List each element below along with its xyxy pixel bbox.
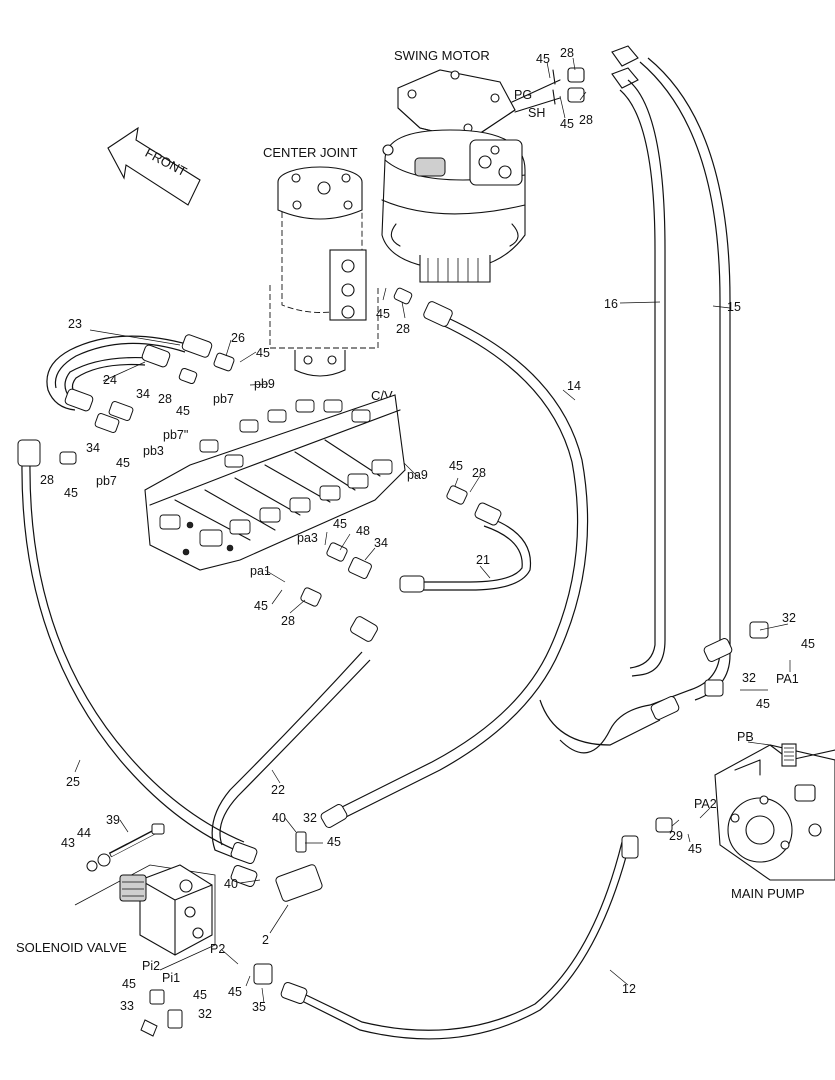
callout: 28: [281, 614, 295, 628]
callout: 22: [271, 783, 285, 797]
callout: 45: [122, 977, 136, 991]
callout: Pi2: [142, 959, 160, 973]
callout: 34: [86, 441, 100, 455]
callout: 45: [176, 404, 190, 418]
callout: PA1: [776, 672, 799, 686]
callout: 32: [303, 811, 317, 825]
callout: 26: [231, 331, 245, 345]
swing-motor: SWING MOTOR: [381, 48, 526, 283]
callout: 35: [252, 1000, 266, 1014]
callout: 32: [782, 611, 796, 625]
callout-labels: 28 45 PG SH 45 28 45 28 16 15 23 26 45 2…: [40, 46, 815, 1021]
callout: 23: [68, 317, 82, 331]
callout: 28: [396, 322, 410, 336]
callout: pa9: [407, 468, 428, 482]
main-pump-title: MAIN PUMP: [731, 886, 805, 901]
callout: 28: [158, 392, 172, 406]
callout: 2: [262, 933, 269, 947]
callout: 45: [193, 988, 207, 1002]
callout: 44: [77, 826, 91, 840]
callout: 21: [476, 553, 490, 567]
callout: pa1: [250, 564, 271, 578]
center-joint-title: CENTER JOINT: [263, 145, 358, 160]
fittings: [17, 287, 769, 1037]
callout: 40: [272, 811, 286, 825]
hoses: [21, 57, 731, 1040]
leader-lines: [74, 57, 791, 1004]
callout: pa3: [297, 531, 318, 545]
callout: pb7: [96, 474, 117, 488]
callout: 28: [472, 466, 486, 480]
callout: 40: [224, 877, 238, 891]
main-pump: MAIN PUMP: [714, 743, 835, 901]
callout: 45: [560, 117, 574, 131]
callout: SH: [528, 106, 545, 120]
callout: 34: [374, 536, 388, 550]
callout: 45: [536, 52, 550, 66]
callout: 29: [669, 829, 683, 843]
callout: 28: [560, 46, 574, 60]
callout: 14: [567, 379, 581, 393]
callout: pb9: [254, 377, 275, 391]
callout: 12: [622, 982, 636, 996]
callout: 32: [198, 1007, 212, 1021]
swing-motor-title: SWING MOTOR: [394, 48, 490, 63]
callout: 45: [688, 842, 702, 856]
callout: 45: [449, 459, 463, 473]
callout: 28: [579, 113, 593, 127]
callout: 32: [742, 671, 756, 685]
callout: 34: [136, 387, 150, 401]
callout: 45: [801, 637, 815, 651]
callout: 45: [116, 456, 130, 470]
callout: 16: [604, 297, 618, 311]
callout: 45: [327, 835, 341, 849]
solenoid-valve-title: SOLENOID VALVE: [16, 940, 127, 955]
callout: 45: [333, 517, 347, 531]
callout: 45: [228, 985, 242, 999]
callout: Pi1: [162, 971, 180, 985]
callout: pb7": [163, 428, 188, 442]
control-valve: C/V: [144, 388, 406, 571]
callout: 45: [756, 697, 770, 711]
callout: PA2: [694, 797, 717, 811]
callout: 43: [61, 836, 75, 850]
callout: 45: [376, 307, 390, 321]
callout: PG: [514, 88, 532, 102]
callout: pb7: [213, 392, 234, 406]
callout: 45: [256, 346, 270, 360]
callout: 15: [727, 300, 741, 314]
callout: 45: [254, 599, 268, 613]
callout: 39: [106, 813, 120, 827]
front-arrow: FRONT: [107, 126, 201, 206]
callout: 48: [356, 524, 370, 538]
callout: PB: [737, 730, 754, 744]
callout: 28: [40, 473, 54, 487]
solenoid-valve: SOLENOID VALVE: [16, 864, 216, 971]
callout: 33: [120, 999, 134, 1013]
callout: P2: [210, 942, 225, 956]
center-joint: CENTER JOINT: [263, 145, 379, 377]
callout: 24: [103, 373, 117, 387]
swing-motor-fittings: [511, 45, 639, 113]
callout: pb3: [143, 444, 164, 458]
callout: 45: [64, 486, 78, 500]
callout: 25: [66, 775, 80, 789]
